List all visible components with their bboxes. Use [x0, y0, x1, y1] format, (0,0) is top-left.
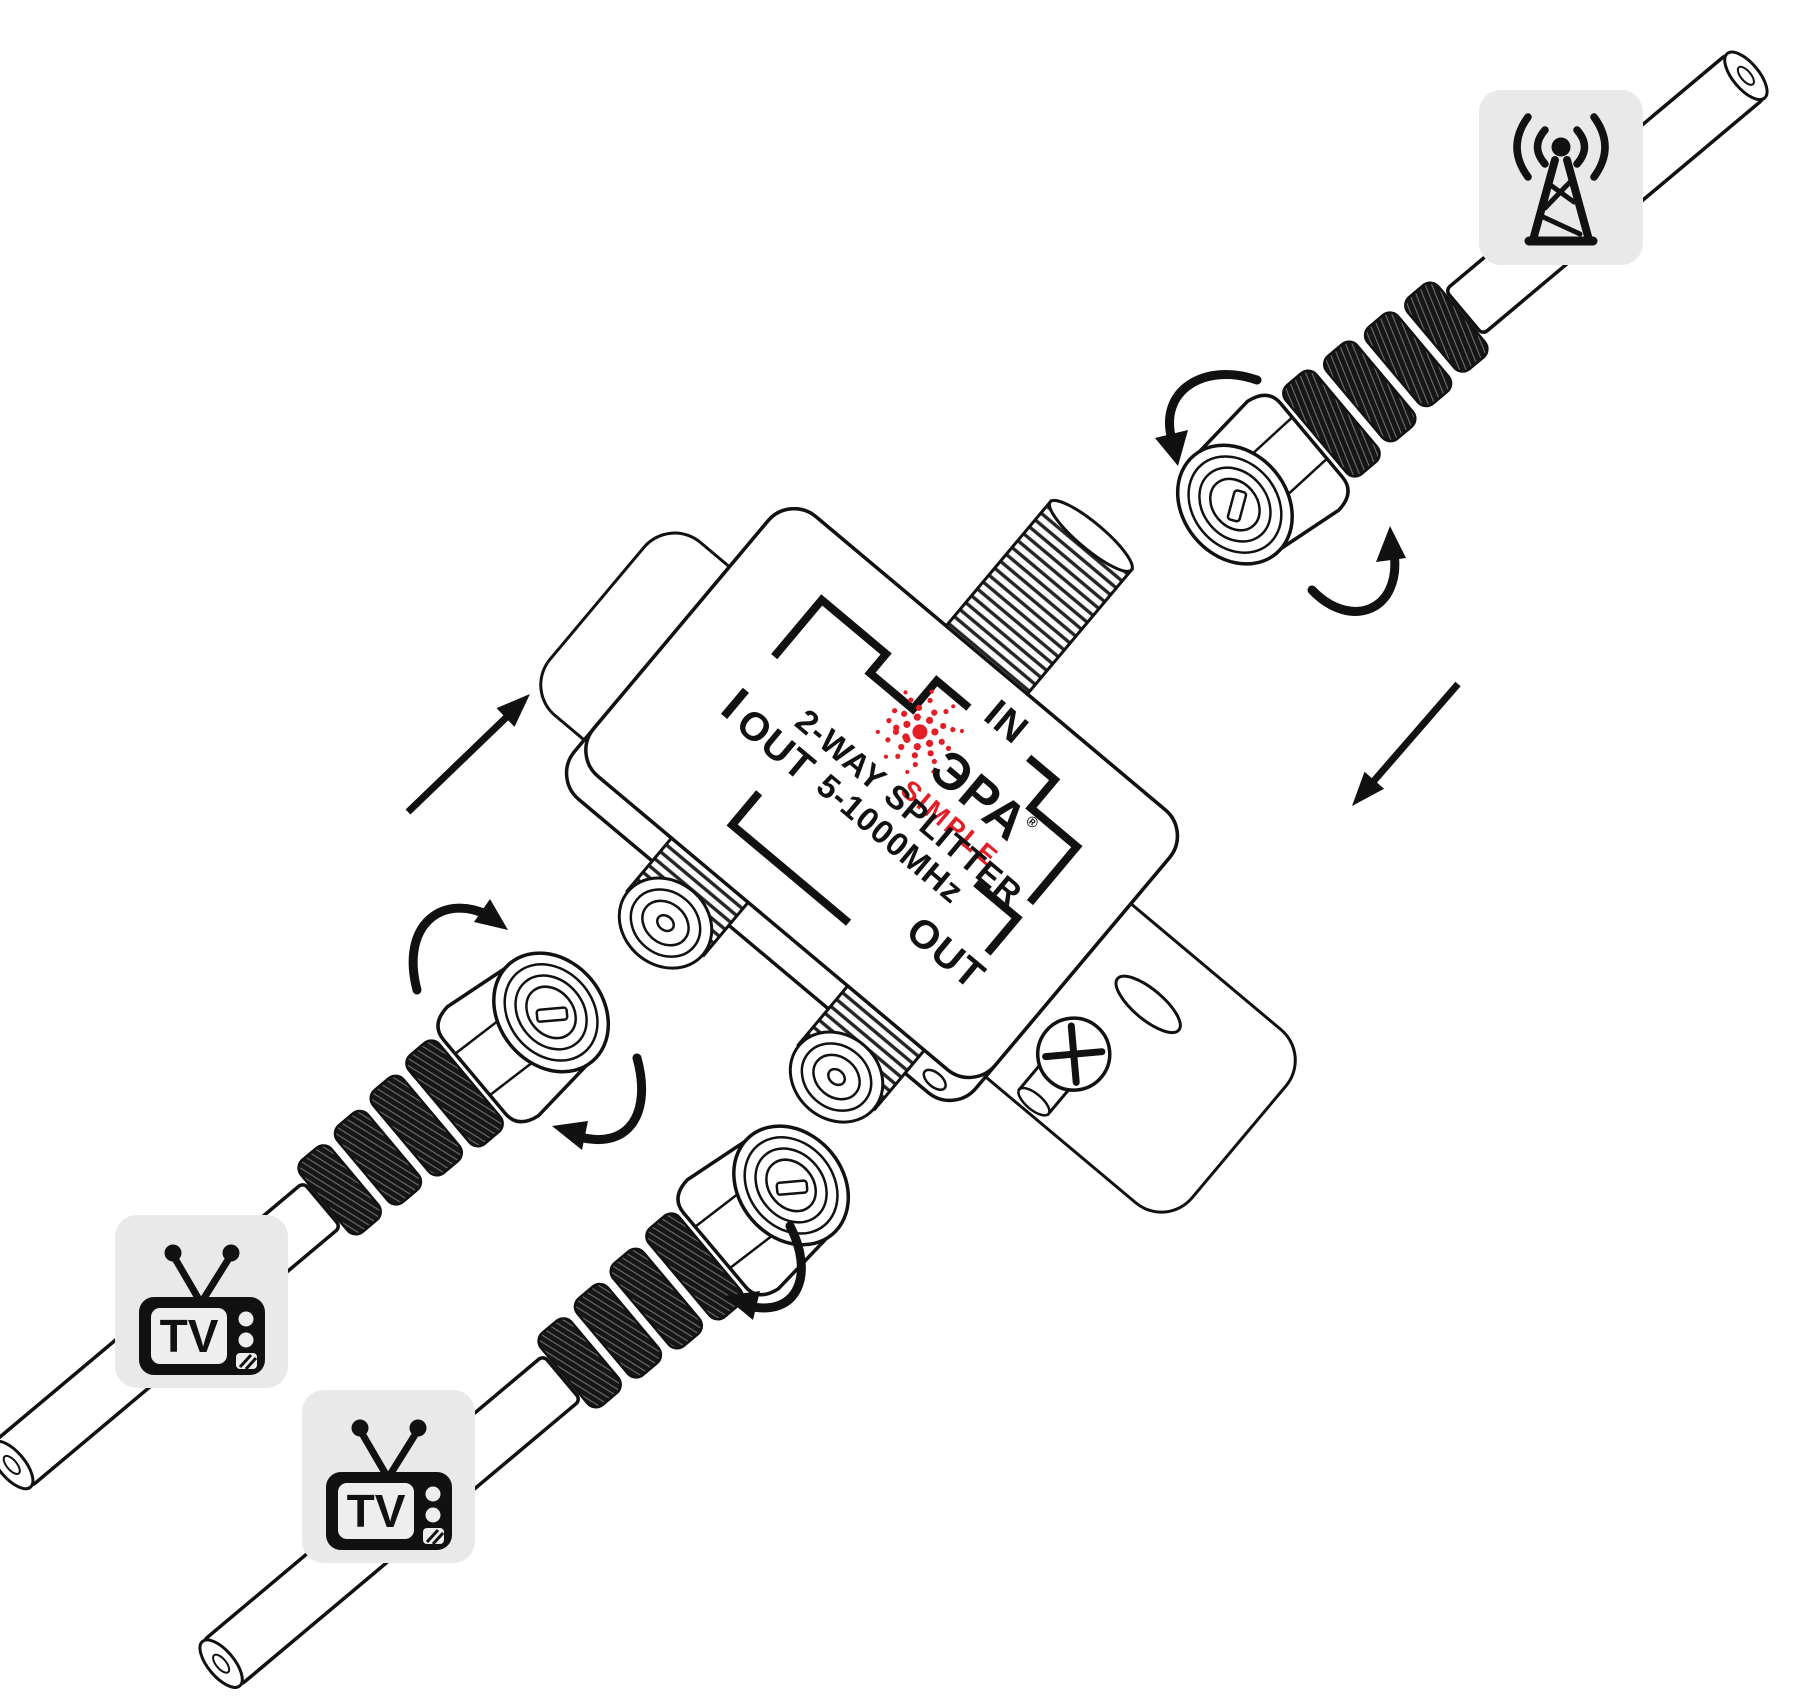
rotation-arrow-connector1-b — [552, 1053, 647, 1150]
connector-center-pin — [775, 1179, 809, 1196]
tv-speaker-grille — [236, 1353, 258, 1371]
connector-center-pin — [1226, 489, 1248, 523]
antenna-icon — [1479, 90, 1643, 265]
f-connector-nut — [676, 1124, 851, 1297]
coax-cable-tv2 — [198, 1124, 851, 1689]
rotation-arrow-connector1-a — [408, 899, 508, 995]
mounting-slot — [1114, 974, 1182, 1035]
tv-icon: TV — [139, 1244, 265, 1375]
out-port-left — [617, 822, 762, 970]
tv-label: TV — [160, 1310, 219, 1362]
tv-label: TV — [347, 1485, 406, 1537]
label-frame — [720, 594, 1083, 956]
rotation-arrow-connector2 — [724, 1221, 806, 1320]
tv-icon-1: TV — [115, 1215, 288, 1388]
coax-cable-antenna — [1175, 50, 1769, 566]
connector-boot — [537, 1212, 744, 1409]
out-port-bottom — [788, 970, 938, 1124]
phillips-cross-icon — [1042, 1022, 1106, 1086]
tv-icon: TV — [326, 1419, 452, 1550]
splitter-body: OUT IN OUT ЭРА ® SIMPLE 2-WAY SPLITTER 5… — [539, 498, 1297, 1214]
tv-speaker-grille — [423, 1528, 445, 1546]
connector-center-pin — [535, 1006, 569, 1023]
direction-arrow-right — [1352, 681, 1461, 806]
direction-arrow-left — [405, 694, 530, 815]
rotation-arrow-top-connector-b — [1307, 526, 1406, 616]
rotation-arrow-top-connector-a — [1155, 370, 1262, 466]
era-starburst-logo — [875, 689, 965, 775]
tv-icon-2: TV — [302, 1390, 475, 1563]
antenna-tower-icon — [1513, 113, 1609, 246]
connector-boot — [297, 1039, 504, 1236]
f-connector-nut — [436, 951, 611, 1124]
ground-screw — [1035, 1016, 1112, 1092]
connector-boot — [1282, 281, 1489, 478]
label-face — [584, 506, 1180, 1080]
f-connector-nut — [1175, 393, 1350, 566]
